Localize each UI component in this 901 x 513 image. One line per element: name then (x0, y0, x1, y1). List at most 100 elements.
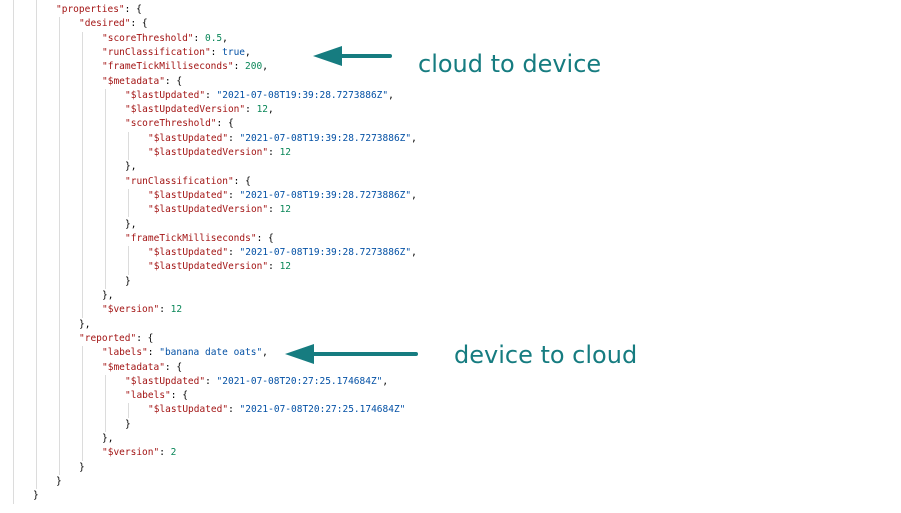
code-line: } (79, 461, 85, 475)
code-line: "properties": { (56, 3, 142, 17)
code-token-punc: , (262, 347, 268, 359)
code-line: "$lastUpdated": "2021-07-08T19:39:28.727… (148, 132, 417, 146)
code-token-key: "frameTickMilliseconds" (125, 232, 257, 244)
indent-guide (105, 88, 106, 289)
code-token-punc: : { (164, 361, 183, 373)
code-line: "$metadata": { (102, 361, 182, 375)
code-line: "$metadata": { (102, 75, 182, 89)
code-token-punc: } (56, 475, 62, 487)
code-line: "scoreThreshold": { (125, 117, 234, 131)
code-line: "runClassification": { (125, 175, 251, 189)
code-token-punc: , (268, 104, 274, 116)
code-token-punc: }, (102, 433, 114, 444)
code-line: "$lastUpdatedVersion": 12 (148, 203, 291, 217)
code-token-punc: : (268, 204, 280, 216)
code-token-key: "$lastUpdated" (125, 89, 206, 101)
code-token-punc: , (411, 189, 417, 201)
code-token-num: 12 (279, 261, 292, 273)
code-token-key: "$lastUpdatedVersion" (148, 147, 269, 158)
code-line: "$version": 12 (102, 303, 182, 317)
code-token-key: "runClassification" (125, 175, 234, 187)
indent-guide (59, 17, 60, 475)
code-token-punc: : (210, 46, 223, 58)
code-line: "$lastUpdatedVersion": 12, (125, 103, 274, 117)
code-line: "frameTickMilliseconds": { (125, 232, 274, 246)
code-line: "labels": { (125, 389, 188, 403)
code-token-punc: : (268, 261, 280, 273)
code-token-punc: } (33, 490, 39, 502)
code-token-key: "$lastUpdatedVersion" (148, 261, 269, 273)
code-token-num: 12 (279, 147, 292, 158)
code-token-punc: : (228, 132, 240, 144)
code-token-num: 12 (256, 104, 269, 116)
code-token-key: "properties" (56, 4, 125, 15)
code-line: "labels": "banana date oats", (102, 346, 268, 360)
indent-guide (82, 31, 83, 318)
code-token-key: "$version" (102, 304, 160, 316)
code-token-key: "$lastUpdated" (148, 132, 229, 144)
code-token-str: "2021-07-08T19:39:28.7273886Z" (239, 132, 412, 144)
code-token-punc: : { (136, 332, 154, 344)
code-token-key: "$lastUpdated" (148, 189, 229, 201)
code-token-punc: : (193, 32, 205, 44)
code-token-key: "frameTickMilliseconds" (102, 61, 234, 73)
code-token-num: 200 (245, 61, 263, 73)
code-token-punc: : (233, 61, 246, 73)
code-token-punc: : { (164, 75, 183, 87)
code-line: }, (102, 432, 113, 446)
code-token-key: "$metadata" (102, 361, 165, 373)
code-token-punc: , (245, 46, 251, 58)
code-token-punc: : { (216, 118, 234, 130)
code-token-punc: , (382, 375, 389, 387)
code-token-punc: : (245, 104, 257, 116)
code-line: } (33, 489, 39, 503)
code-token-punc: : { (170, 390, 188, 402)
indent-guide (13, 0, 14, 504)
code-line: "$lastUpdatedVersion": 12 (148, 146, 291, 160)
code-line: "scoreThreshold": 0.5, (102, 32, 228, 46)
code-token-punc: : { (256, 232, 274, 244)
code-token-punc: }, (102, 290, 114, 301)
indent-guide (82, 346, 83, 461)
indent-guide (128, 246, 129, 275)
code-token-punc: : (228, 247, 240, 259)
code-token-punc: , (262, 61, 268, 73)
code-token-key: "runClassification" (102, 46, 211, 58)
code-token-num: 0.5 (204, 32, 223, 44)
code-token-punc: : { (130, 18, 148, 30)
code-line: }, (125, 218, 136, 232)
code-token-num: 12 (170, 304, 183, 316)
code-line: }, (125, 160, 136, 174)
indent-guide (128, 403, 129, 418)
code-token-key: "$lastUpdatedVersion" (125, 104, 246, 116)
code-line: "runClassification": true, (102, 46, 251, 60)
code-token-key: "$lastUpdated" (148, 404, 229, 416)
code-token-str: "2021-07-08T19:39:28.7273886Z" (239, 247, 412, 259)
code-line: "desired": { (79, 17, 148, 31)
code-token-punc: : (205, 375, 217, 387)
code-token-punc: , (222, 32, 228, 44)
code-line: } (125, 418, 131, 432)
code-token-punc: : (147, 347, 160, 359)
code-token-key: "$lastUpdatedVersion" (148, 204, 269, 216)
code-token-punc: } (125, 275, 131, 287)
indent-guide (105, 374, 106, 432)
annotation-cloud-to-device: cloud to device (418, 50, 602, 78)
code-line: "reported": { (79, 332, 153, 346)
code-token-str: "2021-07-08T19:39:28.7273886Z" (216, 89, 389, 101)
code-token-key: "scoreThreshold" (102, 32, 194, 44)
code-token-num: 12 (279, 204, 292, 216)
code-token-punc: , (411, 132, 417, 144)
code-token-str: "2021-07-08T20:27:25.174684Z" (239, 404, 406, 416)
code-token-key: "desired" (79, 18, 131, 30)
code-line: }, (102, 289, 113, 303)
arrow-left-icon (285, 344, 418, 364)
code-token-punc: , (388, 89, 394, 101)
code-token-str: "2021-07-08T19:39:28.7273886Z" (239, 189, 412, 201)
indent-guide (128, 131, 129, 161)
code-token-punc: }, (79, 318, 91, 330)
code-token-punc: } (125, 418, 131, 430)
code-token-punc: }, (125, 218, 137, 230)
code-token-punc: : (228, 189, 240, 201)
